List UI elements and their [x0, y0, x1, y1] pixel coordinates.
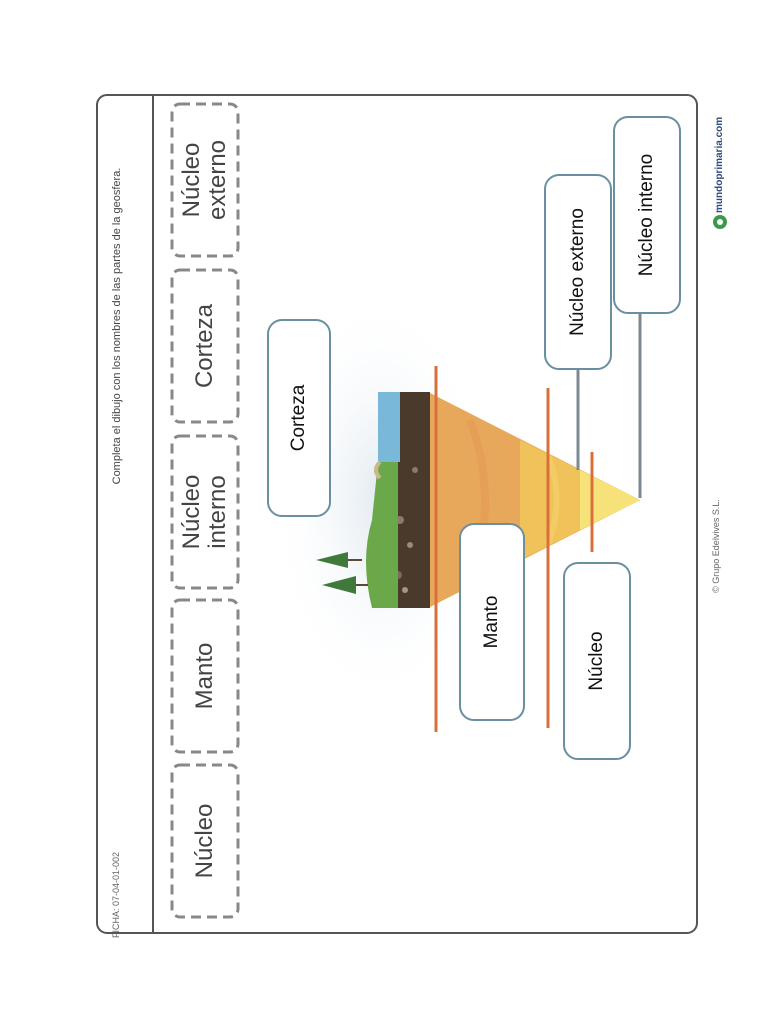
crust-rock [407, 542, 413, 548]
tree-icon [322, 576, 356, 594]
word-box [170, 102, 240, 258]
grass-surface [366, 462, 398, 608]
indicator-lines [434, 366, 594, 732]
answer-box-nucleo-externo [544, 174, 612, 370]
coastline [374, 460, 382, 480]
answer-box-nucleo-interno [613, 116, 681, 314]
worksheet-code: FICHA: 07-04-01-002 [111, 851, 121, 938]
brand-logo-icon-inner [717, 219, 723, 225]
instructions-text: Completa el dibujo con los nombres de la… [111, 167, 123, 485]
answer-box-nucleo [563, 562, 631, 760]
answer-box-corteza [267, 319, 331, 517]
word-box [170, 434, 240, 590]
word-bank-item: Núcleo [191, 803, 218, 879]
word-box [170, 598, 240, 754]
answer-nucleo-interno: Núcleo interno [636, 153, 657, 277]
answer-nucleo-externo: Núcleo externo [567, 208, 588, 336]
answer-box-manto [459, 523, 525, 721]
answer-nucleo: Núcleo [586, 631, 607, 691]
outer-core-shading [545, 453, 560, 547]
inner-core-layer [580, 470, 640, 530]
word-box [170, 763, 240, 919]
answer-corteza: Corteza [288, 384, 309, 452]
ocean-surface [378, 392, 400, 462]
tree-icon [316, 552, 348, 568]
crust-rock [402, 587, 408, 593]
leader-lines [576, 312, 642, 498]
word-bank-item: Corteza [191, 303, 218, 389]
word-box [170, 268, 240, 424]
word-bank-item: Manto [191, 642, 218, 710]
word-bank [170, 102, 240, 919]
brand-name: mundoprimaria.com [714, 116, 725, 213]
copyright-notice: © Grupo Edelvives S.L. [711, 499, 721, 593]
answer-boxes [267, 116, 681, 760]
crust-rock [412, 467, 418, 473]
answer-manto: Manto [481, 595, 502, 649]
